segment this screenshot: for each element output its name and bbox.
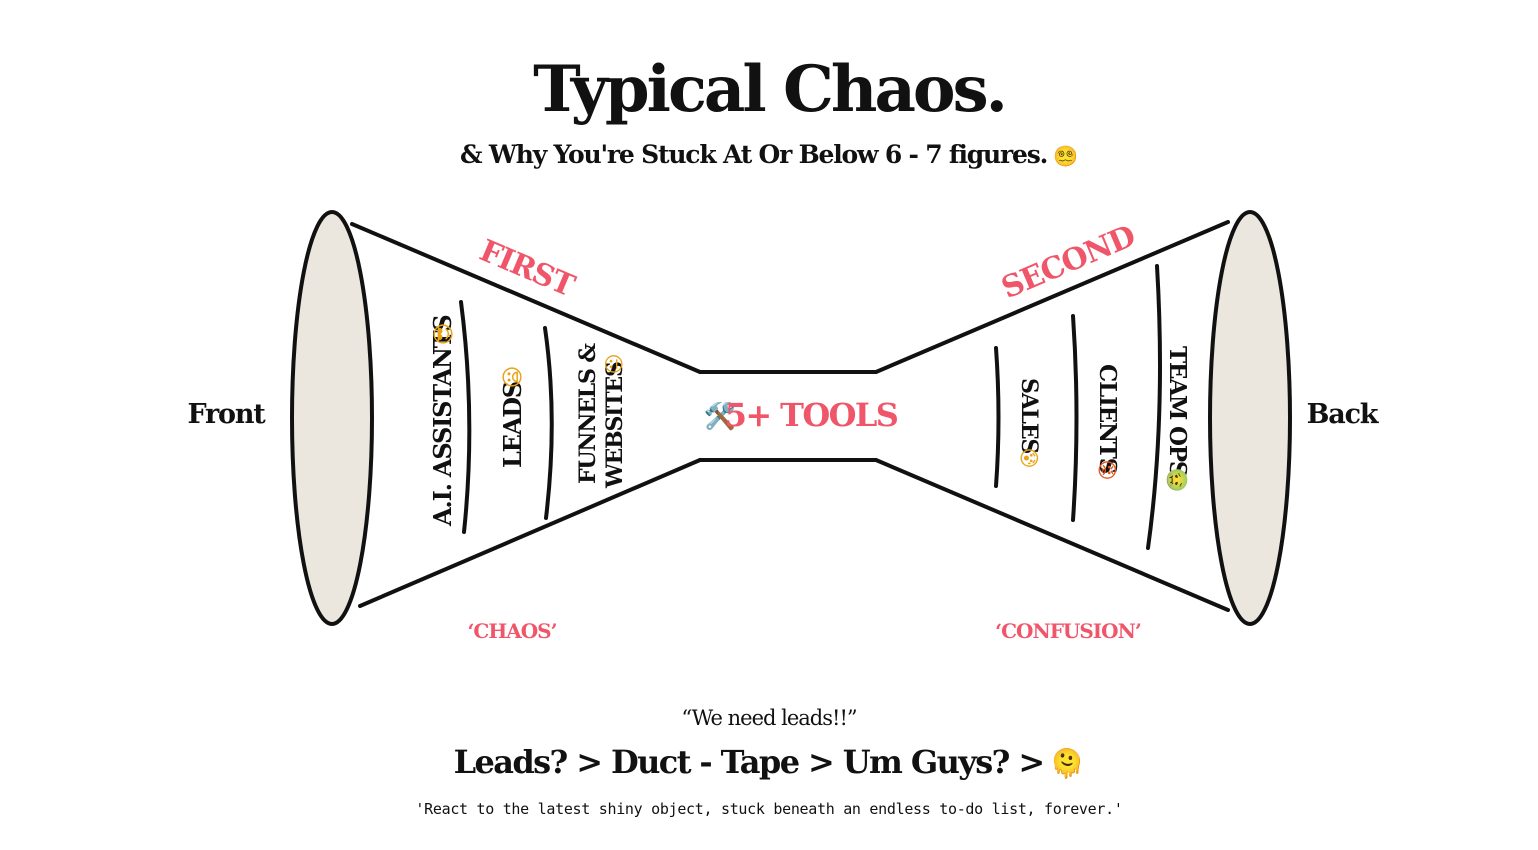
- funnels-label: FUNNELS &: [575, 343, 601, 484]
- back-label: Back: [1307, 399, 1380, 430]
- neutral-face-icon: 😐: [602, 354, 626, 375]
- back-item-sales: SALES 😰: [1016, 378, 1042, 468]
- tagline-text: Leads? > Duct - Tape > Um Guys? >: [453, 743, 1046, 781]
- left-cone-top-edge: [350, 222, 702, 374]
- clients-label: CLIENTS: [1094, 364, 1121, 474]
- team-ops-label: TEAM OPS: [1164, 346, 1191, 477]
- right-cone-bottom-edge: [874, 458, 1230, 612]
- leads-quote: “We need leads!!”: [681, 706, 857, 730]
- tools-icon: 🛠️: [704, 400, 736, 432]
- left-cone-bottom-edge: [358, 458, 702, 608]
- sales-label: SALES: [1016, 378, 1042, 453]
- back-opening: [1208, 210, 1292, 626]
- front-label: Front: [187, 399, 266, 430]
- front-item-leads: LEADS 😦: [498, 366, 527, 468]
- back-divider-3: [1146, 264, 1162, 550]
- back-divider-2: [1071, 314, 1079, 522]
- back-item-team-ops: TEAM OPS 🤢: [1164, 346, 1191, 492]
- melting-face-icon: 🫠: [1049, 747, 1085, 780]
- footnote: 'React to the latest shiny object, stuck…: [415, 800, 1123, 818]
- chaos-label: ‘CHAOS’: [467, 619, 556, 643]
- right-cone-top-edge: [874, 220, 1230, 374]
- anxious-face-icon: 😰: [1017, 448, 1041, 469]
- worried-face-icon: 😦: [501, 366, 526, 389]
- page-subtitle: & Why You're Stuck At Or Below 6 - 7 fig…: [0, 140, 1538, 169]
- funnel-dividers: [459, 264, 1162, 550]
- second-label: SECOND: [997, 219, 1140, 306]
- nauseated-face-icon: 🤢: [1165, 468, 1189, 493]
- websites-label: WEBSITES: [602, 362, 628, 489]
- tagline: Leads? > Duct - Tape > Um Guys? >🫠: [0, 743, 1538, 781]
- back-item-clients: CLIENTS 😡: [1094, 364, 1121, 480]
- leads-label: LEADS: [498, 382, 527, 468]
- front-divider-2: [543, 326, 554, 520]
- sunglasses-face-icon: 😎: [432, 323, 457, 346]
- confusion-label: ‘CONFUSION’: [995, 619, 1141, 643]
- subtitle-text: & Why You're Stuck At Or Below 6 - 7 fig…: [460, 140, 1048, 169]
- back-divider-1: [994, 346, 1001, 488]
- front-divider-1: [459, 300, 472, 534]
- front-item-funnels-websites: FUNNELS & WEBSITES 😐: [575, 343, 628, 489]
- tools-label: 5+ TOOLS: [725, 396, 898, 434]
- first-label: FIRST: [475, 233, 581, 304]
- angry-face-icon: 😡: [1095, 460, 1119, 481]
- funnel-outline: [350, 220, 1230, 612]
- page-title: Typical Chaos.: [533, 52, 1008, 127]
- front-opening: [290, 210, 374, 626]
- front-item-ai-assistants: A.I. ASSISTANTS 😎: [428, 315, 457, 527]
- dizzy-face-icon: 😵‍💫: [1053, 144, 1078, 168]
- ai-assistants-label: A.I. ASSISTANTS: [428, 315, 457, 527]
